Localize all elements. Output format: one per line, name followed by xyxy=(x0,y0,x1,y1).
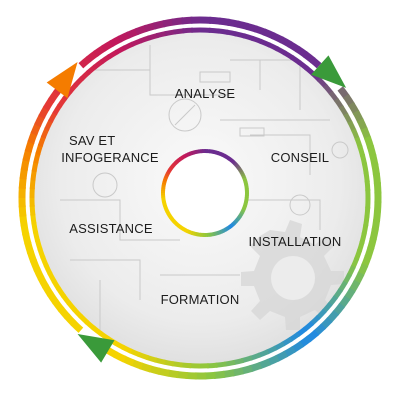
outer-cycle-ring xyxy=(18,16,382,380)
arrowhead-dark-green-icon xyxy=(77,333,115,363)
stage-label-sav-infogerance: SAV ET INFOGERANCE xyxy=(61,133,159,165)
cycle-arrowheads xyxy=(46,55,347,363)
stage-label-installation: INSTALLATION xyxy=(249,234,342,249)
technical-sketch-background xyxy=(60,45,349,330)
arrowhead-orange-icon xyxy=(46,62,78,99)
stage-label-conseil: CONSEIL xyxy=(271,150,329,165)
stage-label-analyse: ANALYSE xyxy=(175,86,236,101)
ring-segment xyxy=(309,56,322,69)
arrowhead-green-icon xyxy=(311,55,347,88)
inner-cycle-ring xyxy=(29,27,371,369)
gear-decoration xyxy=(241,220,344,330)
center-cycle-ring xyxy=(160,148,250,238)
stage-label-formation: FORMATION xyxy=(161,292,240,307)
center-hole xyxy=(165,153,245,233)
stage-label-assistance: ASSISTANCE xyxy=(69,221,153,236)
